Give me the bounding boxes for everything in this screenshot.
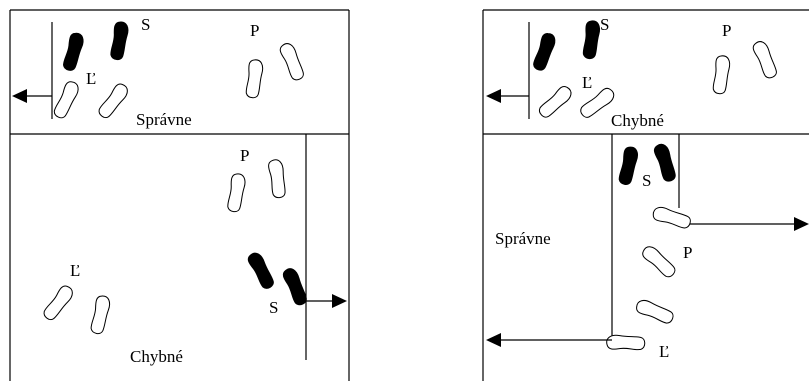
label-s: S bbox=[600, 15, 609, 34]
footprint-outline bbox=[243, 58, 265, 100]
footprint-outline bbox=[267, 158, 287, 199]
footprint-outline bbox=[535, 83, 575, 120]
arrow-left-head bbox=[12, 89, 27, 103]
left-top-panel: S Ľ P Správne bbox=[12, 15, 306, 129]
label-l: Ľ bbox=[659, 342, 669, 361]
label-p: P bbox=[683, 243, 692, 262]
footprint-outline bbox=[94, 81, 132, 121]
footprint-outline bbox=[639, 242, 678, 281]
footprint-outline bbox=[605, 333, 646, 353]
footprint-outline bbox=[633, 296, 676, 328]
left-diagram: S Ľ P Správne P S Ľ Chybné bbox=[9, 9, 350, 381]
footprint-filled bbox=[580, 19, 602, 61]
footprint-outline bbox=[39, 283, 77, 323]
label-l: Ľ bbox=[70, 261, 80, 280]
arrow-left-head bbox=[486, 333, 501, 347]
caption-correct: Správne bbox=[136, 110, 192, 129]
footprint-outline bbox=[278, 40, 306, 83]
label-p: P bbox=[240, 146, 249, 165]
footprint-outline bbox=[650, 204, 693, 232]
footprint-filled bbox=[652, 142, 678, 184]
label-s: S bbox=[269, 298, 278, 317]
arrow-right-head bbox=[794, 217, 809, 231]
label-s: S bbox=[141, 15, 150, 34]
right-top-panel: S Ľ P Chybné bbox=[486, 15, 779, 130]
footprint-outline bbox=[751, 38, 779, 81]
label-l: Ľ bbox=[582, 73, 592, 92]
left-bottom-panel: P S Ľ Chybné bbox=[39, 134, 347, 366]
label-l: Ľ bbox=[86, 69, 96, 88]
footprint-outline bbox=[710, 54, 732, 96]
caption-wrong: Chybné bbox=[611, 111, 664, 130]
footprint-filled bbox=[245, 250, 276, 292]
footprint-filled bbox=[281, 266, 309, 308]
footprint-filled bbox=[59, 30, 87, 73]
footprint-outline bbox=[224, 172, 248, 214]
arrow-right-head bbox=[332, 294, 347, 308]
label-p: P bbox=[722, 21, 731, 40]
footprint-filled bbox=[107, 20, 131, 62]
footprint-filled bbox=[615, 145, 641, 187]
label-s: S bbox=[642, 171, 651, 190]
arrow-left-head bbox=[486, 89, 501, 103]
caption-wrong: Chybné bbox=[130, 347, 183, 366]
footprint-outline bbox=[50, 79, 82, 121]
footprint-outline bbox=[87, 293, 113, 336]
right-bottom-panel: S P Ľ Správne bbox=[486, 134, 809, 361]
right-diagram: S Ľ P Chybné S P Ľ Sp bbox=[482, 9, 809, 381]
caption-correct: Správne bbox=[495, 229, 551, 248]
footprint-filled bbox=[529, 30, 559, 73]
label-p: P bbox=[250, 21, 259, 40]
